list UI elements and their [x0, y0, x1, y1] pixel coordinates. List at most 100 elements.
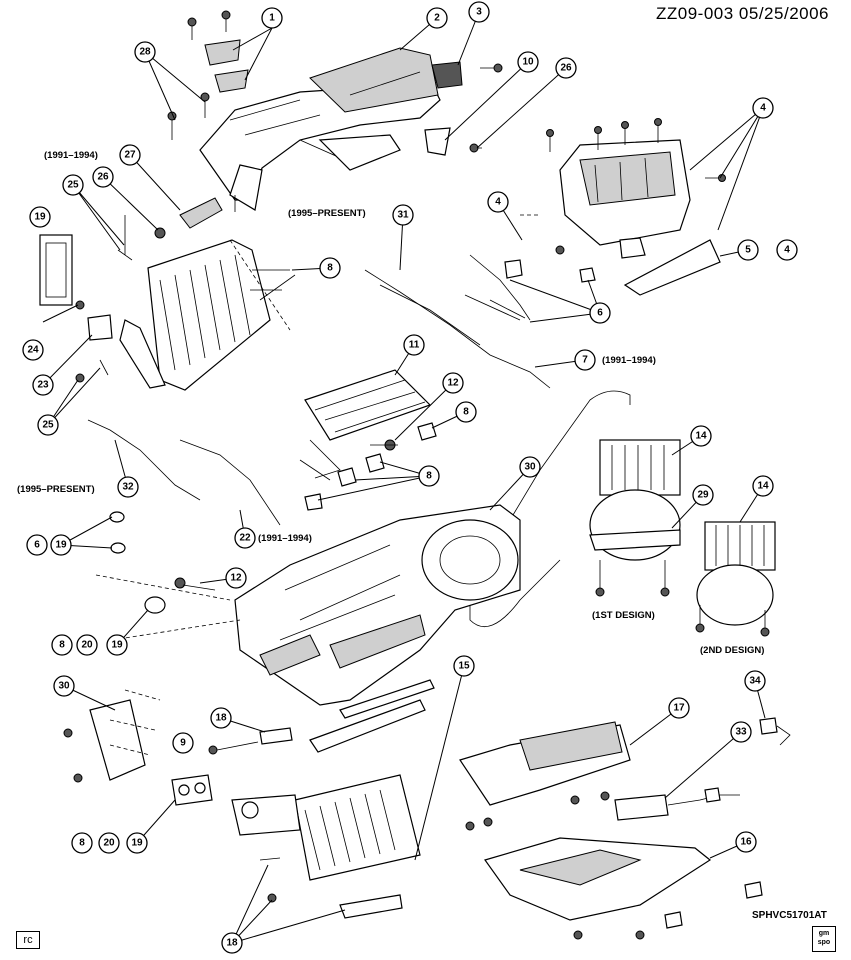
spo-logo-text: spo — [817, 939, 831, 946]
callout-34: 34 — [744, 670, 766, 692]
svg-text:6: 6 — [597, 308, 603, 319]
callout-19-mid: 19 — [106, 634, 128, 656]
screws-upper — [167, 10, 503, 212]
svg-text:12: 12 — [230, 573, 242, 584]
callout-2: 2 — [426, 7, 448, 29]
callout-30-top: 30 — [519, 456, 541, 478]
svg-text:8: 8 — [59, 640, 65, 651]
bracket-3 — [431, 61, 463, 89]
svg-text:8: 8 — [79, 838, 85, 849]
svg-text:4: 4 — [495, 197, 501, 208]
svg-text:22: 22 — [239, 533, 251, 544]
blower-motor-1st-design — [589, 439, 681, 597]
callout-26-left: 26 — [92, 166, 114, 188]
svg-text:7: 7 — [582, 355, 588, 366]
seal-strips — [309, 679, 435, 753]
svg-text:6: 6 — [34, 540, 40, 551]
svg-text:32: 32 — [122, 482, 134, 493]
callout-19-washer: 19 — [50, 534, 72, 556]
svg-text:19: 19 — [55, 540, 67, 551]
svg-text:27: 27 — [124, 150, 136, 161]
svg-text:2: 2 — [434, 13, 440, 24]
svg-text:33: 33 — [735, 727, 747, 738]
callout-14-first: 14 — [690, 425, 712, 447]
callout-25-top: 25 — [62, 174, 84, 196]
svg-text:25: 25 — [67, 180, 79, 191]
svg-text:18: 18 — [226, 938, 238, 949]
callout-29: 29 — [692, 484, 714, 506]
callout-6-right: 6 — [589, 302, 611, 324]
callout-19-low: 19 — [126, 832, 148, 854]
svg-text:8: 8 — [426, 471, 432, 482]
callout-4-top: 4 — [752, 97, 774, 119]
svg-text:15: 15 — [458, 661, 470, 672]
svg-text:19: 19 — [111, 640, 123, 651]
gasket-19-top — [39, 234, 73, 306]
callout-18-top: 18 — [210, 707, 232, 729]
callout-8-upper-right: 8 — [455, 401, 477, 423]
gmspo-logo: gm spo — [812, 926, 836, 952]
floor-duct-16 — [484, 837, 763, 940]
callout-32: 32 — [117, 476, 139, 498]
connector-34 — [759, 717, 791, 746]
linkage-parts-6 — [464, 254, 596, 321]
callout-18-bottom: 18 — [221, 932, 243, 954]
svg-text:25: 25 — [42, 420, 54, 431]
callout-4-mid: 4 — [487, 191, 509, 213]
svg-text:14: 14 — [695, 431, 707, 442]
svg-text:16: 16 — [740, 837, 752, 848]
svg-text:1: 1 — [269, 13, 275, 24]
callout-31: 31 — [392, 204, 414, 226]
callout-8-evap: 8 — [319, 257, 341, 279]
note-1995-present-b: (1995–PRESENT) — [17, 484, 95, 495]
duct-flap-1 — [204, 39, 249, 93]
callout-8-mid: 8 — [51, 634, 73, 656]
callout-26-top: 26 — [555, 57, 577, 79]
note-1991-1994-c: (1991–1994) — [258, 533, 312, 544]
svg-text:23: 23 — [37, 380, 49, 391]
blower-motor-2nd-design — [695, 521, 776, 637]
note-1991-1994-b: (1991–1994) — [602, 355, 656, 366]
svg-text:9: 9 — [180, 738, 186, 749]
svg-text:5: 5 — [745, 245, 751, 256]
clips-8 — [304, 422, 437, 511]
svg-text:10: 10 — [522, 57, 534, 68]
callout-24: 24 — [22, 339, 44, 361]
callout-10: 10 — [517, 51, 539, 73]
svg-text:28: 28 — [139, 47, 151, 58]
note-1991-1994-a: (1991–1994) — [44, 150, 98, 161]
svg-text:8: 8 — [463, 407, 469, 418]
note-1st-design: (1ST DESIGN) — [592, 610, 655, 621]
svg-text:34: 34 — [749, 676, 761, 687]
svg-text:31: 31 — [397, 210, 409, 221]
callout-28: 28 — [134, 41, 156, 63]
callout-9: 9 — [172, 732, 194, 754]
svg-text:17: 17 — [673, 703, 685, 714]
bracket-10 — [424, 127, 451, 156]
callout-12-lower: 12 — [225, 567, 247, 589]
svg-text:8: 8 — [327, 263, 333, 274]
evap-fasteners — [75, 215, 166, 383]
svg-text:19: 19 — [131, 838, 143, 849]
svg-text:26: 26 — [97, 172, 109, 183]
screw-12-upper — [370, 439, 398, 451]
svg-text:29: 29 — [697, 490, 709, 501]
callout-33: 33 — [730, 721, 752, 743]
callout-7: 7 — [574, 349, 596, 371]
illustration-id: SPHVC51701AT — [752, 910, 827, 921]
svg-text:12: 12 — [447, 378, 459, 389]
screw-12-lower — [174, 577, 216, 591]
washers-19-left — [109, 511, 126, 554]
callout-6-left: 6 — [26, 534, 48, 556]
callout-4-right: 4 — [776, 239, 798, 261]
gm-logo-text: gm — [818, 930, 830, 937]
hvac-case-30 — [234, 504, 521, 706]
svg-text:4: 4 — [760, 103, 766, 114]
heater-core-15 — [231, 774, 421, 881]
callout-12-upper: 12 — [442, 372, 464, 394]
screws-right-top — [546, 118, 726, 255]
note-2nd-design: (2ND DESIGN) — [700, 645, 764, 656]
bracket-30-lower — [63, 699, 146, 783]
callout-11: 11 — [403, 334, 425, 356]
svg-text:3: 3 — [476, 7, 482, 18]
